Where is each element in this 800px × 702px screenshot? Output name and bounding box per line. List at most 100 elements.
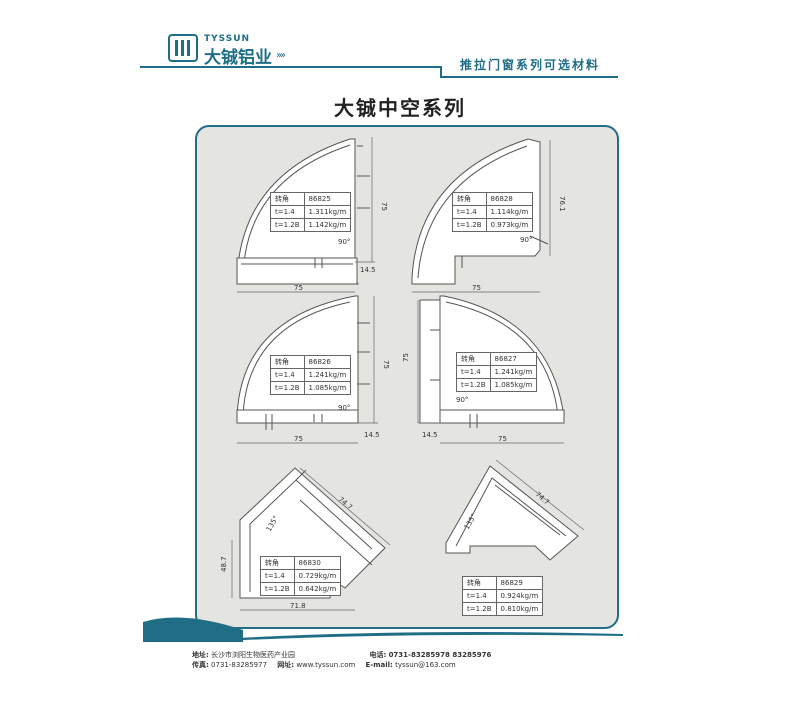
profile-86829-drawing <box>445 465 579 561</box>
table-cell: 1.311kg/m <box>303 205 352 219</box>
email-label: E-mail: <box>365 661 393 669</box>
table-cell: 转角 <box>456 352 491 366</box>
table-cell: t=1.2B <box>456 378 491 392</box>
table-cell: 0.642kg/m <box>293 582 342 596</box>
table-cell: 1.114kg/m <box>485 205 534 219</box>
dim-86826-height: 75 <box>382 360 390 369</box>
table-cell: 1.085kg/m <box>489 378 538 392</box>
table-cell: 0.729kg/m <box>293 569 342 583</box>
dim-86826-width: 75 <box>294 435 303 443</box>
arrows-icon: ›››› <box>276 50 286 61</box>
brand-logo: TYSSUN 大铖铝业 <box>168 34 288 68</box>
table-cell: t=1.2B <box>462 602 497 616</box>
table-cell: 0.810kg/m <box>495 602 544 616</box>
table-cell: 1.085kg/m <box>303 381 352 395</box>
table-cell: 0.973kg/m <box>485 218 534 232</box>
table-cell: t=1.4 <box>270 368 305 382</box>
dim-86825-angle: 90° <box>338 238 350 246</box>
footer-line-2: 传真: 0731-83285977 网址: www.tyssun.com E-m… <box>192 660 456 670</box>
email-link[interactable]: tyssun@163.com <box>395 661 456 669</box>
dim-86830-height: 48.7 <box>220 556 228 572</box>
phone-label: 电话: <box>369 651 387 659</box>
dim-86825-width: 75 <box>294 284 303 292</box>
table-cell: t=1.4 <box>270 205 305 219</box>
address-label: 地址: <box>192 651 209 659</box>
header-rule-2 <box>440 76 618 78</box>
table-cell: 86830 <box>293 556 342 570</box>
table-cell: t=1.2B <box>270 218 305 232</box>
dim-86827-flange: 14.5 <box>422 431 438 439</box>
dim-86825-height: 75 <box>380 202 388 211</box>
table-cell: t=1.4 <box>260 569 295 583</box>
table-cell: 1.241kg/m <box>489 365 538 379</box>
table-cell: 86825 <box>303 192 352 206</box>
table-cell: t=1.4 <box>452 205 487 219</box>
dim-86826-angle: 90° <box>338 404 350 412</box>
dim-86828-angle: 90° <box>520 236 532 244</box>
table-cell: t=1.4 <box>462 589 497 603</box>
table-cell: 86829 <box>495 576 544 590</box>
table-cell: t=1.2B <box>452 218 487 232</box>
dim-86826-flange: 14.5 <box>364 431 380 439</box>
logo-mark-icon <box>168 34 198 62</box>
table-cell: 86826 <box>303 355 352 369</box>
page-title: 大铖中空系列 <box>334 96 466 120</box>
dim-86828-height: 76.1 <box>558 196 566 212</box>
table-cell: t=1.2B <box>270 381 305 395</box>
table-cell: 1.142kg/m <box>303 218 352 232</box>
address-value: 长沙市浏阳生物医药产业园 <box>211 651 296 659</box>
dim-86827-height: 75 <box>402 353 410 362</box>
table-cell: t=1.2B <box>260 582 295 596</box>
fax-value: 0731-83285977 <box>211 661 268 669</box>
table-cell: 86828 <box>485 192 534 206</box>
header-subtitle: 推拉门窗系列可选材料 <box>460 58 601 72</box>
table-cell: 86827 <box>489 352 538 366</box>
web-label: 网址: <box>277 661 295 669</box>
web-link[interactable]: www.tyssun.com <box>296 661 356 669</box>
header-rule <box>140 66 440 68</box>
header-rule-step <box>440 66 442 78</box>
footer-line-1: 地址: 长沙市浏阳生物医药产业园 电话: 0731-83285978 83285… <box>192 650 491 660</box>
dim-86828-width: 75 <box>472 284 481 292</box>
dim-86827-angle: 90° <box>456 396 468 404</box>
dim-86827-width: 75 <box>498 435 507 443</box>
footer-wave <box>143 617 623 642</box>
table-cell: 转角 <box>452 192 487 206</box>
dim-86825-flange: 14.5 <box>360 266 376 274</box>
table-cell: 1.241kg/m <box>303 368 352 382</box>
table-cell: 转角 <box>270 192 305 206</box>
brand-cn: 大铖铝业 <box>204 48 272 68</box>
brand-en: TYSSUN <box>204 34 251 44</box>
dim-86830-width: 71.8 <box>290 602 306 610</box>
fax-label: 传真: <box>192 661 209 669</box>
table-cell: 转角 <box>260 556 295 570</box>
phone-value: 0731-83285978 83285976 <box>388 651 492 659</box>
table-cell: 转角 <box>270 355 305 369</box>
table-cell: 0.924kg/m <box>495 589 544 603</box>
table-cell: t=1.4 <box>456 365 491 379</box>
